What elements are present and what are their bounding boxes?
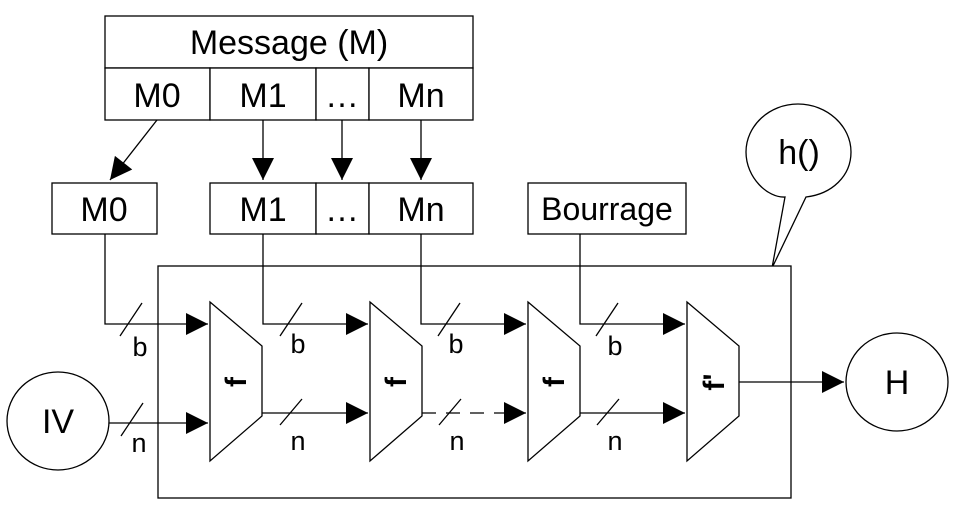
message-block-ellipsis: …: [325, 77, 359, 115]
split-blocks: M0 M1 … Mn: [51, 182, 474, 235]
split-arrows: [109, 119, 432, 181]
hash-function-label: h(): [778, 134, 820, 172]
bus-width-label-b-1: b: [132, 332, 147, 362]
compression-functions: f f f f': [209, 300, 740, 463]
message-title: Message (M): [190, 24, 388, 62]
split-block-mn: Mn: [397, 191, 444, 229]
function-label-1: f: [220, 376, 253, 387]
message-block-m0: M0: [133, 77, 180, 115]
bus-width-label-b-4: b: [607, 331, 622, 361]
bus-width-label-n-3: n: [449, 426, 464, 456]
message-block-m1: M1: [239, 77, 286, 115]
final-function: [686, 300, 740, 463]
compression-function-1: [209, 300, 263, 463]
output-circle: [845, 332, 949, 432]
bus-width-label-n-4: n: [607, 426, 622, 456]
bus-width-label-b-3: b: [448, 329, 463, 359]
compression-function-2: [369, 300, 423, 463]
iv-circle: [6, 371, 110, 471]
compression-function-3: [527, 300, 581, 463]
message-table: Message (M) M0 M1 … Mn: [104, 15, 474, 121]
message-input-lines: b b b b: [104, 234, 685, 362]
padding-label: Bourrage: [541, 191, 673, 227]
function-label-3: f: [538, 376, 571, 387]
bus-width-label-n-2: n: [290, 426, 305, 456]
split-block-m1: M1: [239, 191, 286, 229]
chaining-lines: n n n n: [109, 371, 844, 458]
hash-function-callout: h(): [745, 103, 852, 269]
function-label-final: f': [698, 373, 731, 390]
bus-width-label-b-2: b: [290, 329, 305, 359]
function-label-2: f: [380, 376, 413, 387]
iv-label: IV: [42, 403, 74, 441]
split-block-ellipsis: …: [325, 191, 359, 229]
message-block-mn: Mn: [397, 77, 444, 115]
output-label: H: [885, 364, 910, 402]
bus-width-label-n-1: n: [131, 428, 146, 458]
split-block-m0: M0: [80, 191, 127, 229]
padding-box: [527, 182, 687, 235]
